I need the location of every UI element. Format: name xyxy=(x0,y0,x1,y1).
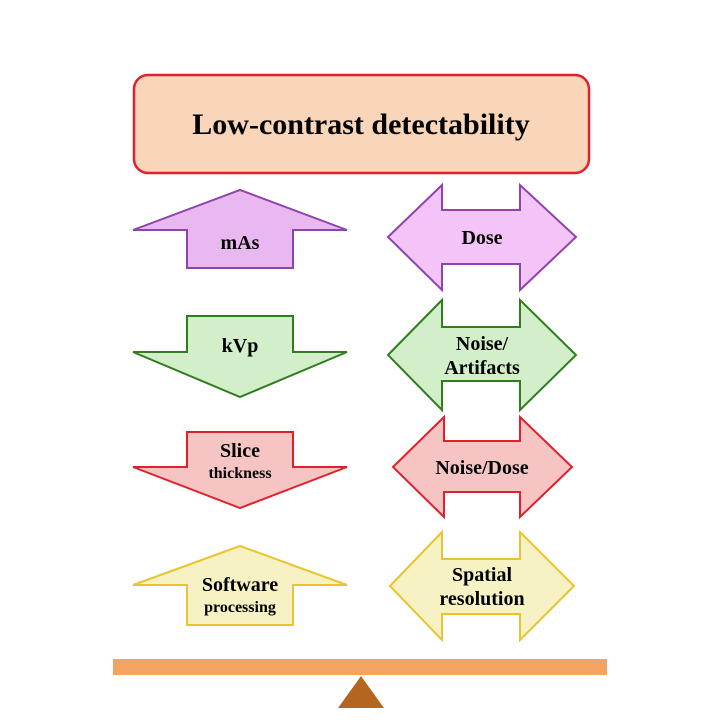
tradeoff-arrow-dose: Dose xyxy=(386,182,578,293)
title-box-background xyxy=(132,73,591,175)
factor-arrow-mas: mAs xyxy=(132,188,348,269)
title-box: Low-contrast detectability xyxy=(132,73,591,175)
factor-label: mAs xyxy=(221,232,260,254)
diagram-title: Low-contrast detectability xyxy=(192,108,529,141)
tradeoff-label-line1: Noise/ xyxy=(456,333,509,355)
tradeoff-label: Dose xyxy=(461,227,502,249)
factor-arrow-kvp: kVp xyxy=(132,315,348,399)
factor-arrow-slice-thickness: Slice thickness xyxy=(132,431,348,510)
balance-beam xyxy=(113,659,607,675)
factor-label: kVp xyxy=(222,335,259,357)
factor-arrow-software-processing: Software processing xyxy=(132,544,348,626)
down-arrow-icon xyxy=(132,315,348,399)
factor-label-line2: processing xyxy=(204,599,276,616)
tradeoff-label-line1: Spatial xyxy=(452,564,512,586)
double-arrow-icon xyxy=(386,297,578,413)
factor-label-line1: Software xyxy=(202,574,278,596)
down-arrow-icon xyxy=(132,431,348,510)
tradeoff-label: Noise/Dose xyxy=(435,457,528,479)
tradeoff-label-line2: resolution xyxy=(439,588,524,610)
fulcrum-triangle-icon xyxy=(338,676,384,708)
tradeoff-arrow-noise-dose: Noise/Dose xyxy=(391,414,574,520)
balance-scale xyxy=(113,659,607,708)
up-arrow-icon xyxy=(132,544,348,626)
double-arrow-icon xyxy=(388,529,576,643)
factor-label-line1: Slice xyxy=(220,440,260,462)
tradeoff-arrow-noise-artifacts: Noise/ Artifacts xyxy=(386,297,578,413)
tradeoff-label-line2: Artifacts xyxy=(444,357,520,379)
tradeoff-arrow-spatial-resolution: Spatial resolution xyxy=(388,529,576,643)
up-arrow-icon xyxy=(132,188,348,269)
factor-label-line2: thickness xyxy=(208,465,271,482)
double-arrow-icon xyxy=(391,414,574,520)
double-arrow-icon xyxy=(386,182,578,293)
